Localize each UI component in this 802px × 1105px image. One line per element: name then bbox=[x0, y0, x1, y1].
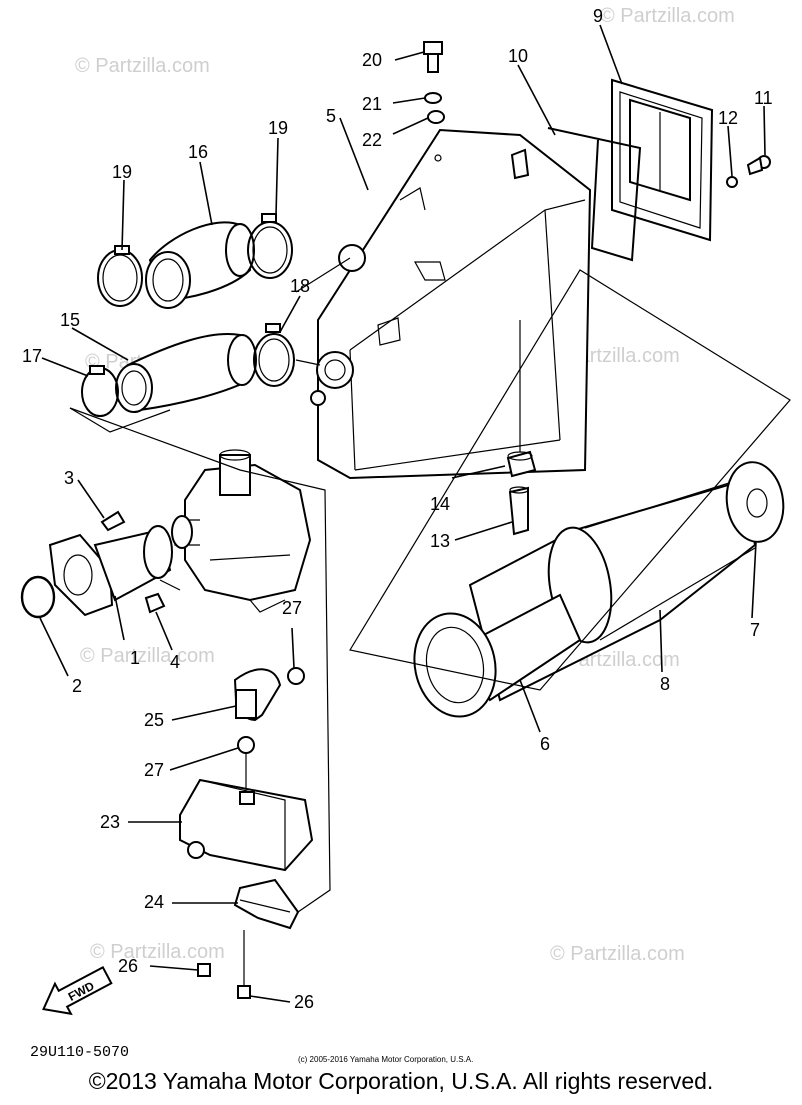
watermark: © Partzilla.com bbox=[90, 941, 225, 963]
part-label-8: 8 bbox=[660, 674, 670, 694]
watermark: © Partzilla.com bbox=[75, 55, 210, 77]
part-label-27-lower: 27 bbox=[144, 760, 164, 780]
carburetor bbox=[171, 449, 312, 613]
part-label-21: 21 bbox=[362, 94, 382, 114]
part-label-5: 5 bbox=[326, 106, 336, 126]
air-box bbox=[310, 128, 592, 480]
part-labels: 1 2 3 4 5 6 7 8 9 10 11 12 13 14 15 16 1… bbox=[22, 6, 773, 1012]
part-label-12: 12 bbox=[718, 108, 738, 128]
part-label-6: 6 bbox=[540, 734, 550, 754]
joint-15 bbox=[115, 333, 257, 413]
washer-22 bbox=[427, 110, 445, 124]
part-label-24: 24 bbox=[144, 892, 164, 912]
part-label-2: 2 bbox=[72, 676, 82, 696]
watermark: © Partzilla.com bbox=[550, 943, 685, 965]
part-label-26-left: 26 bbox=[118, 956, 138, 976]
joint-16 bbox=[145, 221, 255, 309]
bolt-26-left bbox=[197, 963, 211, 977]
part-label-11: 11 bbox=[754, 88, 773, 108]
bolt-11 bbox=[746, 155, 771, 176]
filter-element-6 bbox=[413, 593, 582, 718]
air-box-cover bbox=[611, 78, 714, 242]
part-label-15: 15 bbox=[60, 310, 80, 330]
part-label-1: 1 bbox=[130, 648, 140, 668]
part-label-20: 20 bbox=[362, 50, 382, 70]
drain-13 bbox=[508, 486, 529, 536]
bolt-3 bbox=[100, 510, 126, 532]
part-label-25: 25 bbox=[144, 710, 164, 730]
part-label-23: 23 bbox=[100, 812, 120, 832]
part-label-16: 16 bbox=[188, 142, 208, 162]
clamp-19-left bbox=[97, 245, 143, 307]
nut-4 bbox=[144, 592, 166, 614]
part-label-10: 10 bbox=[508, 46, 528, 66]
part-label-19-right: 19 bbox=[268, 118, 288, 138]
part-label-18: 18 bbox=[290, 276, 310, 296]
hose-25 bbox=[233, 668, 282, 722]
part-label-13: 13 bbox=[430, 531, 450, 551]
part-label-9: 9 bbox=[593, 6, 603, 26]
clamp-19-right bbox=[247, 213, 293, 279]
part-label-7: 7 bbox=[750, 620, 760, 640]
part-label-17: 17 bbox=[22, 346, 42, 366]
leader-lines bbox=[39, 24, 791, 1003]
part-label-27-upper: 27 bbox=[282, 598, 302, 618]
clip-27-upper bbox=[287, 667, 305, 685]
diagram-code: 29U110-5070 bbox=[30, 1044, 129, 1061]
washer-21 bbox=[424, 92, 442, 104]
clamp-18 bbox=[253, 323, 295, 387]
watermark: © Partzilla.com bbox=[600, 5, 735, 27]
intake-manifold bbox=[48, 525, 173, 617]
drain-14 bbox=[506, 450, 537, 478]
part-label-26-right: 26 bbox=[294, 992, 314, 1012]
washer-12 bbox=[726, 176, 738, 188]
tank-23 bbox=[179, 778, 314, 872]
copyright-notice: ©2013 Yamaha Motor Corporation, U.S.A. A… bbox=[88, 1068, 714, 1094]
cover-gasket bbox=[547, 127, 642, 262]
bolt-20 bbox=[423, 41, 443, 73]
o-ring-2 bbox=[20, 575, 56, 619]
part-label-19-left: 19 bbox=[112, 162, 132, 182]
clip-27-lower bbox=[237, 736, 255, 754]
small-copyright: (c) 2005-2016 Yamaha Motor Corporation, … bbox=[298, 1055, 473, 1064]
fwd-arrow: FWD bbox=[42, 965, 113, 1016]
bracket-24 bbox=[233, 878, 300, 930]
part-label-3: 3 bbox=[64, 468, 74, 488]
watermark: © Partzilla.com bbox=[80, 645, 215, 667]
end-cap-7 bbox=[725, 461, 785, 543]
clamp-17 bbox=[81, 365, 119, 417]
part-label-4: 4 bbox=[170, 652, 180, 672]
part-label-22: 22 bbox=[362, 130, 382, 150]
bolt-26-right bbox=[237, 985, 251, 999]
part-label-14: 14 bbox=[430, 494, 450, 514]
